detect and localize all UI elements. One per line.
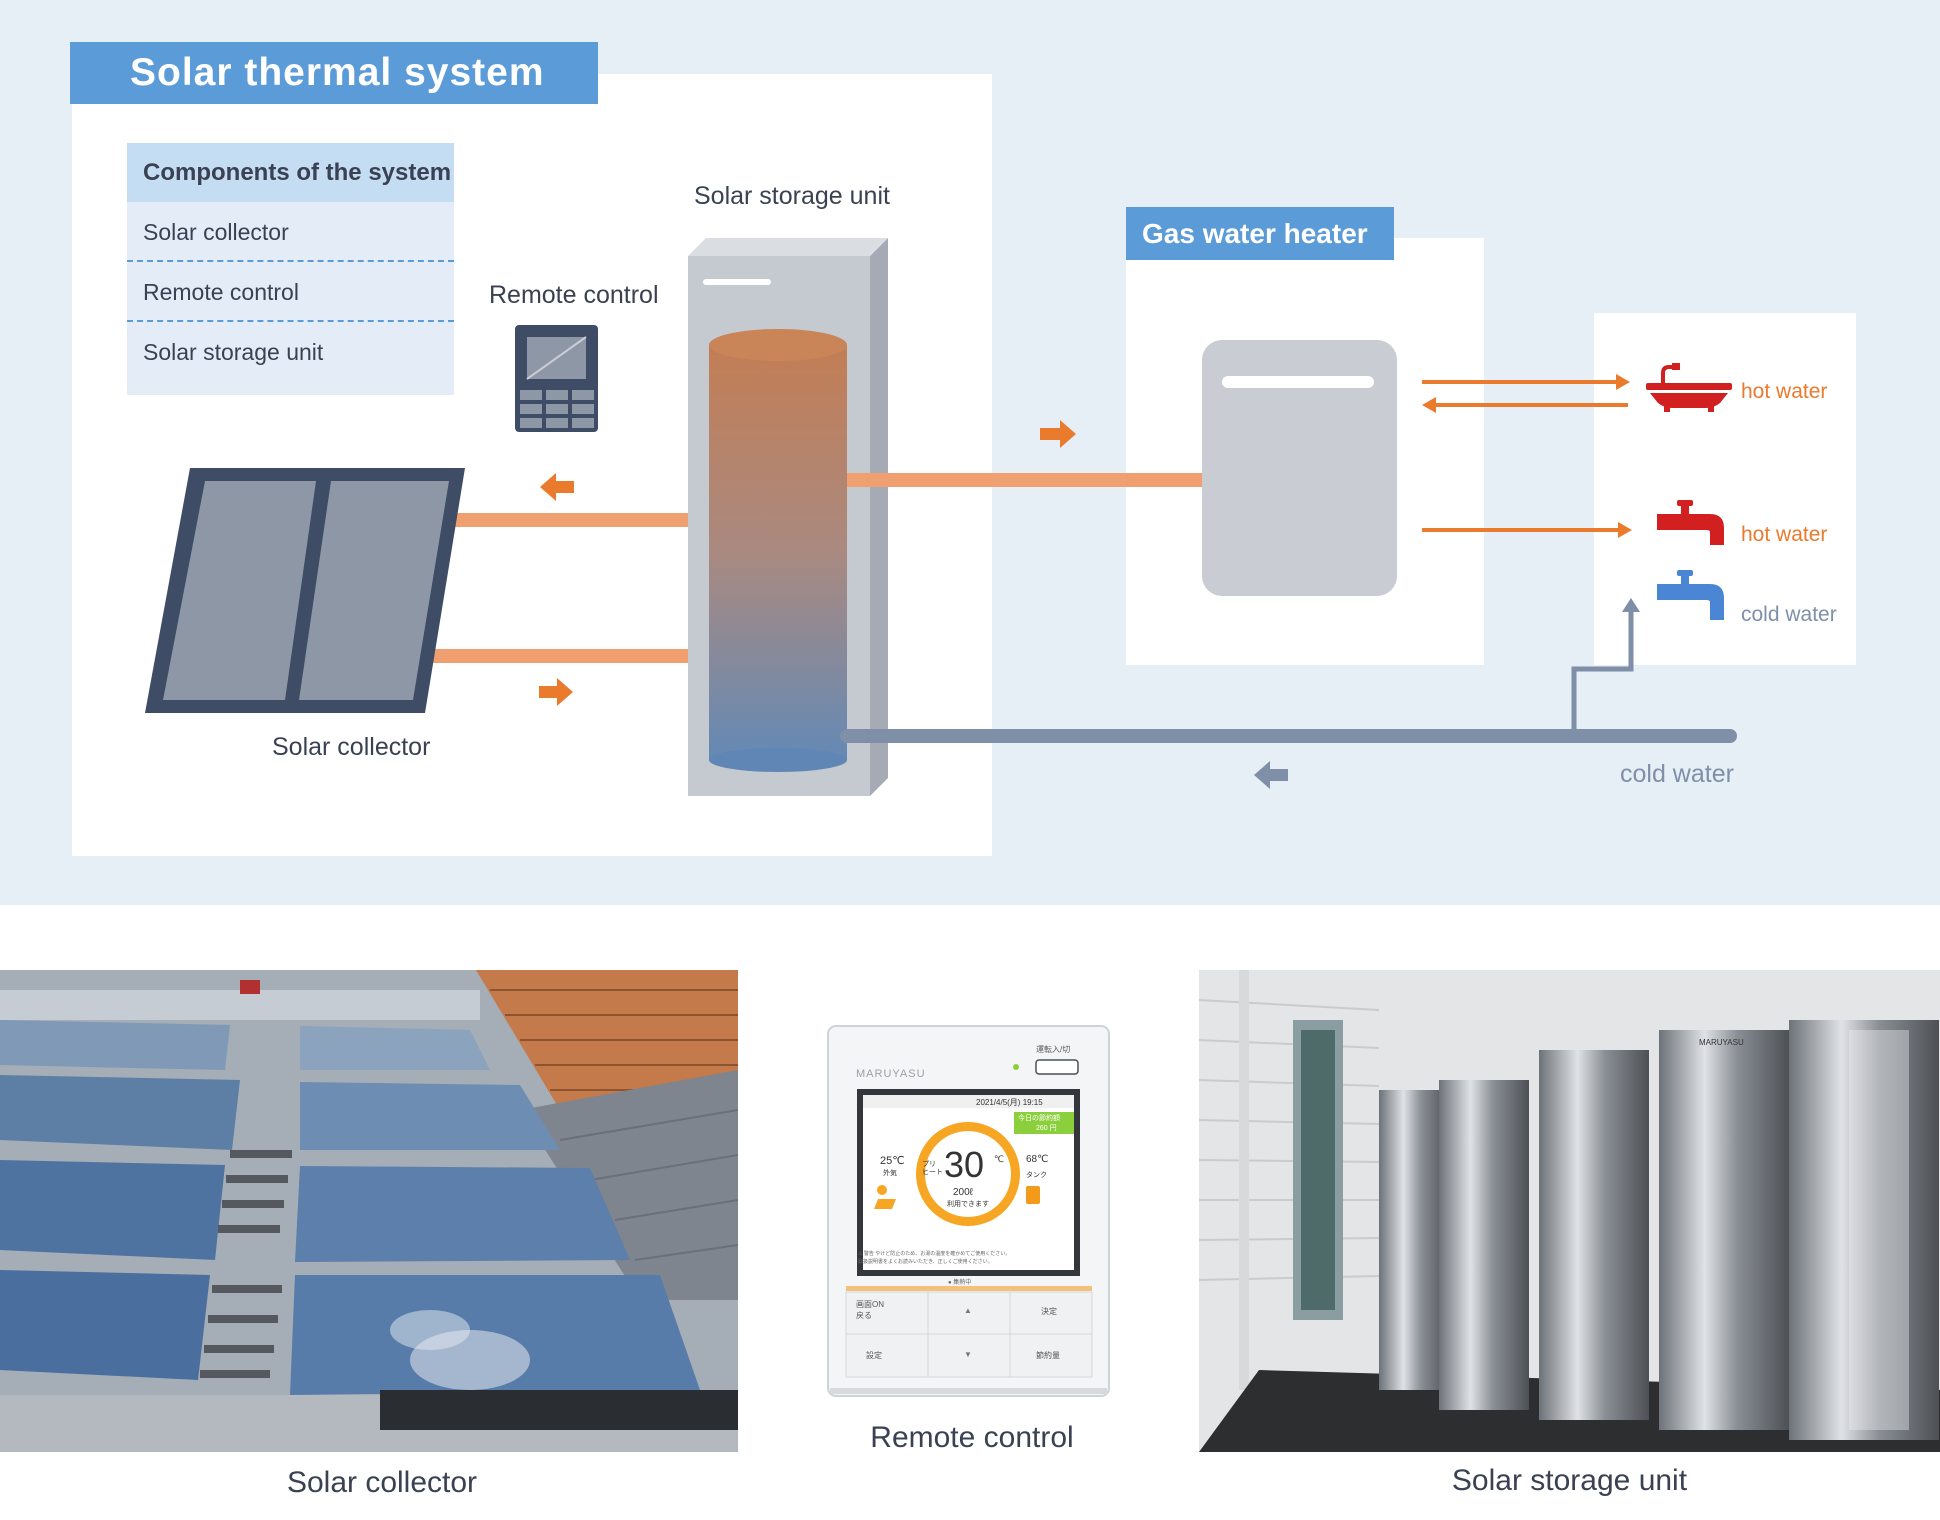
- remote-preheat-label: プリ ヒート: [922, 1161, 943, 1176]
- component-item-solar-storage-unit: Solar storage unit: [143, 339, 324, 365]
- page-title: Solar thermal system: [70, 42, 598, 104]
- label-cold-water-main: cold water: [1620, 760, 1734, 788]
- remote-volume: 200ℓ: [953, 1187, 973, 1198]
- remote-btn-up[interactable]: ▲: [964, 1306, 972, 1315]
- storage-tank-top: [709, 329, 847, 361]
- remote-btn-down[interactable]: ▼: [964, 1350, 972, 1359]
- storage-housing-slot: [703, 279, 771, 285]
- component-item-solar-collector: Solar collector: [127, 202, 454, 262]
- remote-set-unit: ℃: [994, 1154, 1005, 1164]
- cold-branch-arrowhead: [1622, 598, 1640, 612]
- solar-collector-photo-art: [0, 970, 738, 1452]
- solar-collector-cell-right: [299, 481, 449, 700]
- remote-btn-ok[interactable]: 決定: [1041, 1307, 1057, 1316]
- storage-housing-top: [688, 238, 888, 256]
- remote-volume-label: 利用できます: [947, 1201, 989, 1208]
- remote-outside-temp: 25℃: [880, 1155, 905, 1167]
- hot-supply-pipe: [847, 473, 1202, 487]
- storage-housing-side: [870, 238, 888, 796]
- remote-outside-label: 外気: [883, 1170, 897, 1177]
- remote-btn-screen[interactable]: 画面ON 戻る: [856, 1300, 884, 1320]
- remote-brand: MARUYASU: [856, 1068, 926, 1080]
- label-solar-storage-unit: Solar storage unit: [694, 182, 890, 210]
- remote-savings-label: 今日の節約額: [1018, 1115, 1060, 1122]
- cold-tap-icon: [1657, 570, 1724, 620]
- label-remote-control: Remote control: [489, 281, 659, 309]
- arrow-right-collector-bottom: [539, 678, 573, 706]
- photo-solar-collectors: [0, 970, 738, 1452]
- arrow-to-bath: [1616, 374, 1630, 390]
- remote-status: ● 集熱中: [948, 1280, 972, 1286]
- arrow-left-collector-top: [540, 473, 574, 501]
- arrow-left-cold-main: [1254, 761, 1288, 789]
- remote-btn-savings[interactable]: 節約量: [1036, 1351, 1060, 1360]
- storage-brand: MARUYASU: [1699, 1038, 1744, 1047]
- remote-power-label: 運転入/切: [1036, 1045, 1071, 1054]
- components-box: Components of the system Solar collector…: [127, 143, 454, 395]
- caption-solar-storage-unit: Solar storage unit: [1451, 1464, 1688, 1497]
- label-cold-water-tap: cold water: [1741, 603, 1837, 626]
- storage-tank-bottom: [709, 748, 847, 772]
- storage-unit-photo-art: [1199, 970, 1940, 1452]
- label-hot-water-tap: hot water: [1741, 523, 1828, 546]
- bathtub-icon: [1646, 363, 1732, 412]
- gas-heater-slot: [1222, 376, 1374, 388]
- arrow-from-bath: [1422, 397, 1436, 413]
- remote-tank-temp: 68℃: [1026, 1154, 1049, 1165]
- label-solar-collector: Solar collector: [272, 733, 431, 761]
- outlets-panel: [1594, 313, 1856, 665]
- remote-warning-2: 取扱説明書をよくお読みいただき、正しくご使用ください。: [858, 1259, 993, 1265]
- component-item-remote-control: Remote control: [127, 262, 454, 322]
- remote-savings-value: 260 円: [1036, 1125, 1057, 1132]
- arrow-to-hot-tap: [1618, 522, 1632, 538]
- gas-heater-unit: [1202, 340, 1397, 596]
- cold-branch-pipe: [1571, 610, 1634, 736]
- diagram-area: Solar thermal system Components of the s…: [0, 0, 1940, 905]
- label-hot-water-bath: hot water: [1741, 380, 1828, 403]
- components-header: Components of the system: [127, 143, 454, 202]
- hot-tap-icon: [1657, 500, 1724, 545]
- caption-remote-control: Remote control: [870, 1421, 1074, 1454]
- remote-icon-keys: [520, 390, 594, 428]
- remote-btn-settings[interactable]: 設定: [866, 1351, 882, 1360]
- photo-remote-control: MARUYASU 運転入/切 2021/4/5(月) 19:15 今日の節約額 …: [826, 1024, 1111, 1398]
- remote-warning: ⚠ 警告 やけど防止のため、お湯の温度を確かめてご使用ください。: [858, 1251, 1011, 1257]
- remote-datetime: 2021/4/5(月) 19:15: [976, 1098, 1043, 1107]
- remote-tank-label: タンク: [1026, 1172, 1047, 1179]
- storage-tank-body: [709, 345, 847, 760]
- photo-storage-units: MARUYASU: [1199, 970, 1940, 1452]
- solar-collector-cell-left: [163, 481, 316, 700]
- diagram-graphics: [72, 74, 1856, 856]
- gas-water-heater-title: Gas water heater: [1126, 207, 1394, 260]
- arrow-right-to-heater: [1040, 420, 1076, 448]
- caption-solar-collector: Solar collector: [286, 1466, 478, 1499]
- remote-control-photo-art: [827, 1025, 1110, 1397]
- remote-set-temp: 30: [944, 1144, 985, 1185]
